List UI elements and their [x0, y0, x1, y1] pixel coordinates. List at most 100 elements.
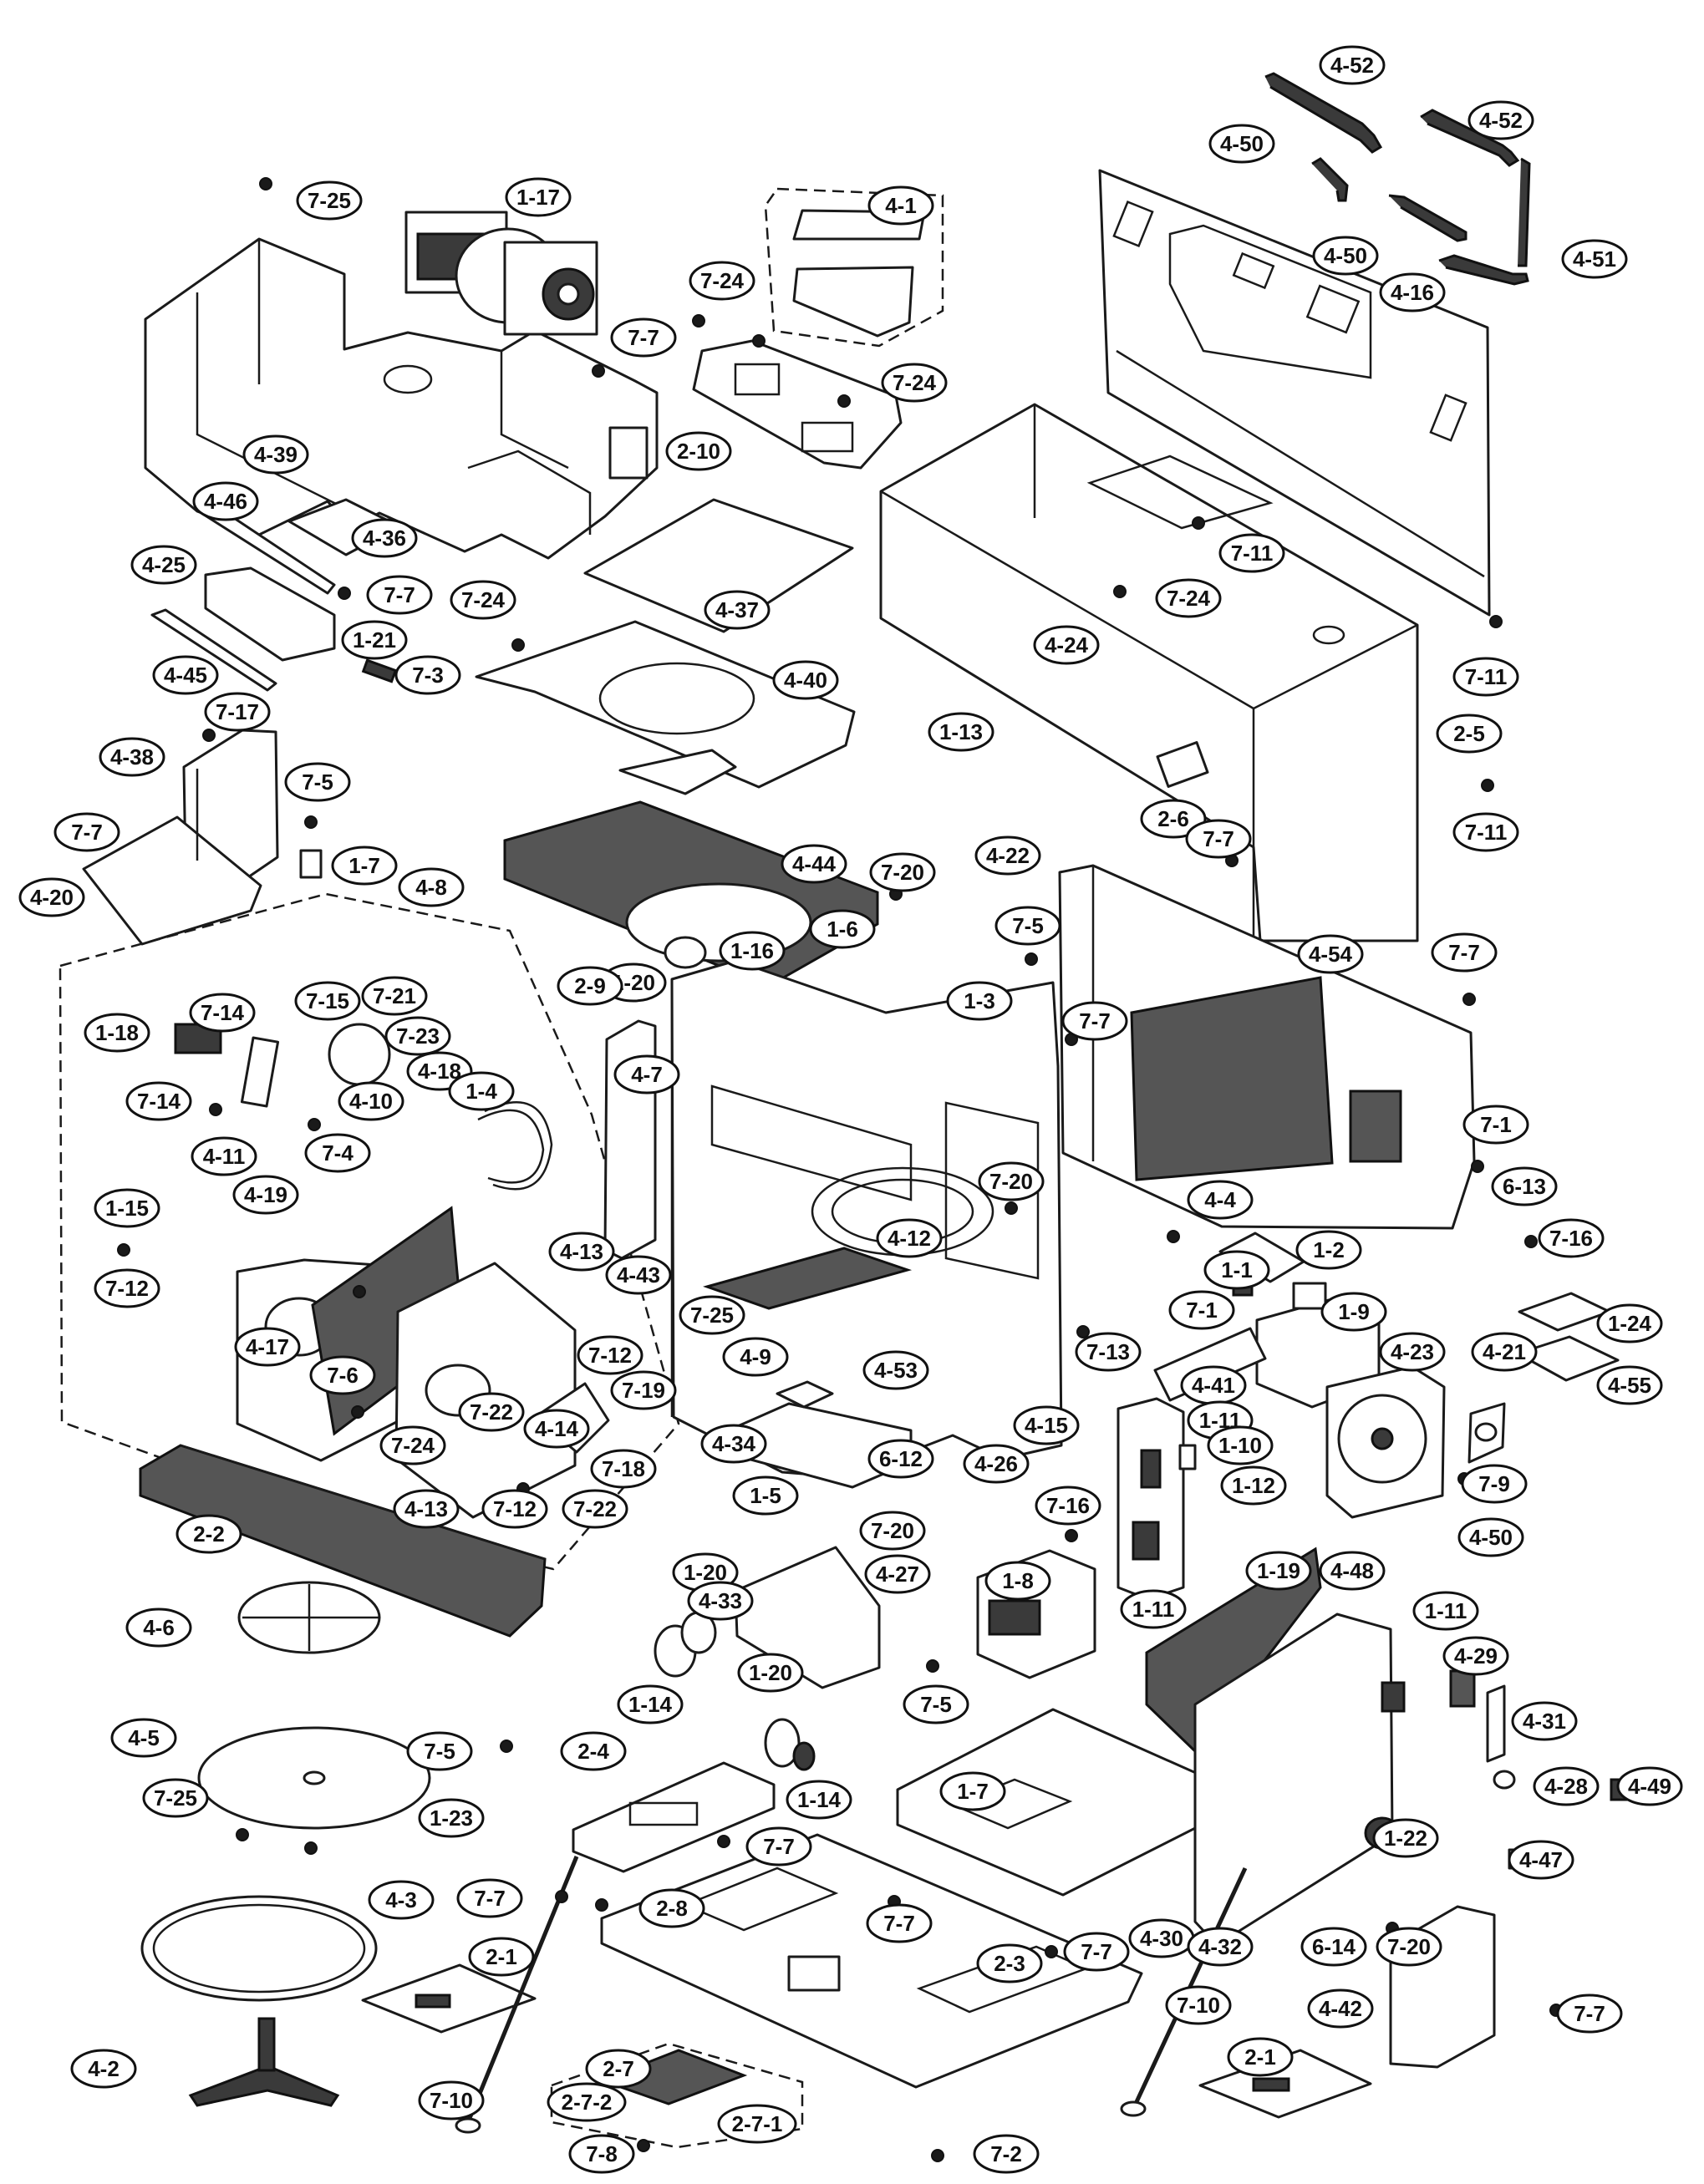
callout-1-10: 1-10	[1207, 1425, 1274, 1465]
callout-number: 1-24	[1608, 1311, 1652, 1336]
callout-7-7: 7-7	[1063, 1932, 1130, 1972]
callout-oval	[590, 1449, 657, 1489]
callout-number: 7-3	[412, 663, 444, 688]
callout-number: 1-17	[516, 185, 560, 210]
callout-oval	[772, 660, 839, 700]
callout-number: 4-42	[1319, 1996, 1362, 2021]
callout-number: 7-10	[1177, 1993, 1220, 2018]
callout-number: 4-5	[128, 1725, 160, 1750]
callout-oval	[1218, 533, 1285, 573]
callout-oval	[1452, 812, 1519, 852]
callout-oval	[1227, 2037, 1294, 2077]
callout-oval	[610, 317, 677, 358]
callout-number: 1-1	[1221, 1257, 1253, 1282]
callout-2-1: 2-1	[468, 1937, 535, 1977]
callout-7-10: 7-10	[1165, 1985, 1232, 2025]
callout-7-7: 7-7	[745, 1826, 812, 1867]
callout-oval	[1508, 1840, 1574, 1880]
callout-number: 7-7	[1079, 1008, 1111, 1034]
fan-blade	[1467, 1402, 1506, 1464]
callout-7-10: 7-10	[418, 2080, 485, 2121]
callout-oval	[110, 1718, 177, 1758]
callout-number: 4-34	[712, 1431, 756, 1456]
callout-oval	[1561, 239, 1628, 279]
callout-oval	[1511, 1701, 1578, 1741]
callout-number: 7-7	[1203, 826, 1234, 851]
callout-4-2: 4-2	[70, 2049, 137, 2089]
callout-number: 7-16	[1046, 1493, 1090, 1518]
callout-7-25: 7-25	[142, 1778, 209, 1818]
callout-number: 4-43	[617, 1262, 660, 1288]
callout-7-7: 7-7	[456, 1878, 523, 1918]
callout-oval	[687, 1581, 754, 1621]
callout-7-7: 7-7	[1185, 819, 1252, 859]
callout-7-5: 7-5	[406, 1731, 473, 1771]
callout-number: 2-7-2	[562, 2090, 613, 2115]
switch-assembly	[1117, 1397, 1197, 1601]
callout-oval	[560, 1731, 627, 1771]
callout-4-36: 4-36	[351, 518, 418, 558]
callout-1-12: 1-12	[1220, 1465, 1287, 1506]
callout-4-17: 4-17	[234, 1327, 301, 1367]
callout-number: 2-2	[193, 1521, 225, 1547]
callout-4-40: 4-40	[772, 660, 839, 700]
callout-number: 1-10	[1218, 1433, 1262, 1458]
callout-1-15: 1-15	[94, 1188, 160, 1228]
callout-2-2: 2-2	[175, 1514, 242, 1554]
callout-2-10: 2-10	[665, 431, 732, 471]
callout-oval	[468, 1937, 535, 1977]
callout-4-16: 4-16	[1379, 272, 1446, 312]
callout-number: 4-2	[88, 2056, 120, 2081]
callout-number: 4-14	[535, 1416, 579, 1441]
callout-oval	[978, 1161, 1045, 1201]
callout-4-6: 4-6	[125, 1608, 192, 1648]
callout-oval	[1307, 1988, 1374, 2029]
callout-number: 1-3	[964, 988, 995, 1013]
callout-oval	[523, 1409, 590, 1449]
callout-number: 2-9	[574, 973, 606, 998]
callout-oval	[745, 1826, 812, 1867]
callout-number: 7-13	[1086, 1339, 1130, 1364]
callout-oval	[557, 966, 623, 1006]
callout-7-6: 7-6	[309, 1355, 376, 1395]
callout-4-42: 4-42	[1307, 1988, 1374, 2029]
callout-2-6: 2-6	[1140, 799, 1207, 839]
callout-number: 7-7	[71, 820, 103, 845]
callout-oval	[338, 1081, 404, 1121]
callout-number: 7-7	[1081, 1939, 1112, 1964]
callout-oval	[876, 1218, 943, 1258]
callout-4-30: 4-30	[1128, 1918, 1195, 1958]
callout-1-23: 1-23	[418, 1798, 485, 1838]
callout-number: 7-6	[327, 1363, 359, 1388]
callout-oval	[881, 363, 948, 403]
callout-number: 7-15	[306, 988, 349, 1013]
callout-oval	[689, 261, 755, 301]
callout-4-7: 4-7	[613, 1054, 680, 1095]
callout-number: 2-7	[603, 2056, 634, 2081]
callout-number: 4-18	[418, 1059, 461, 1084]
callout-number: 4-4	[1204, 1187, 1236, 1212]
callout-7-7: 7-7	[1556, 1994, 1623, 2034]
callout-number: 4-36	[363, 526, 406, 551]
callout-number: 1-19	[1257, 1558, 1300, 1583]
callout-number: 4-26	[974, 1451, 1018, 1476]
callout-oval	[1120, 1589, 1187, 1629]
callout-number: 7-22	[573, 1496, 617, 1521]
callout-number: 7-7	[1448, 940, 1480, 965]
cavity-front-plate	[670, 959, 1063, 1479]
callout-number: 1-23	[430, 1806, 473, 1831]
callout-oval	[665, 431, 732, 471]
callout-oval	[719, 931, 786, 971]
callout-oval	[1533, 1766, 1600, 1806]
callout-oval	[18, 877, 85, 917]
callout-oval	[1452, 657, 1519, 697]
callout-4-39: 4-39	[242, 434, 309, 475]
callout-7-4: 7-4	[304, 1133, 371, 1173]
callout-number: 4-7	[631, 1062, 663, 1087]
callout-number: 1-8	[1002, 1568, 1034, 1593]
callout-oval	[450, 580, 516, 620]
callout-oval	[1556, 1994, 1623, 2034]
callout-number: 1-21	[353, 627, 396, 653]
callout-oval	[547, 2082, 627, 2122]
callout-number: 4-13	[404, 1496, 448, 1521]
